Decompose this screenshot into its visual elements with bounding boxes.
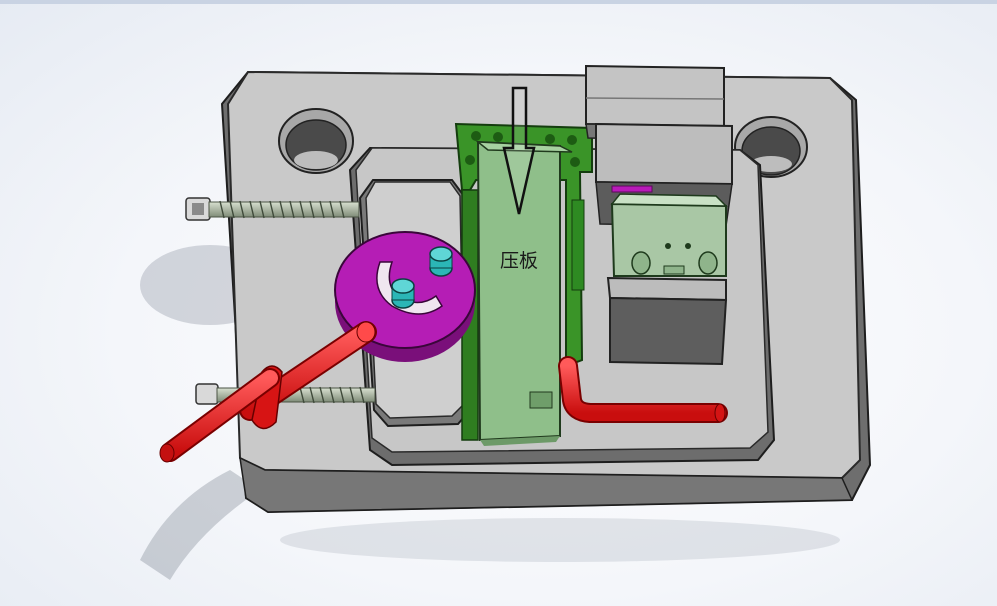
workpiece-block	[606, 276, 728, 366]
pressing-plate: 压板	[475, 140, 573, 446]
down-arrow-icon	[502, 86, 536, 215]
pressing-plate-label: 压板	[500, 250, 538, 272]
mounting-hole-left	[278, 108, 354, 174]
window-top-border	[0, 0, 997, 4]
red-handle	[159, 321, 377, 463]
spring-upper	[185, 197, 360, 221]
slider-block	[610, 193, 728, 277]
cam-pin-bottom	[391, 278, 415, 309]
red-rod-right	[558, 356, 728, 423]
cam-pin-top	[429, 246, 453, 277]
